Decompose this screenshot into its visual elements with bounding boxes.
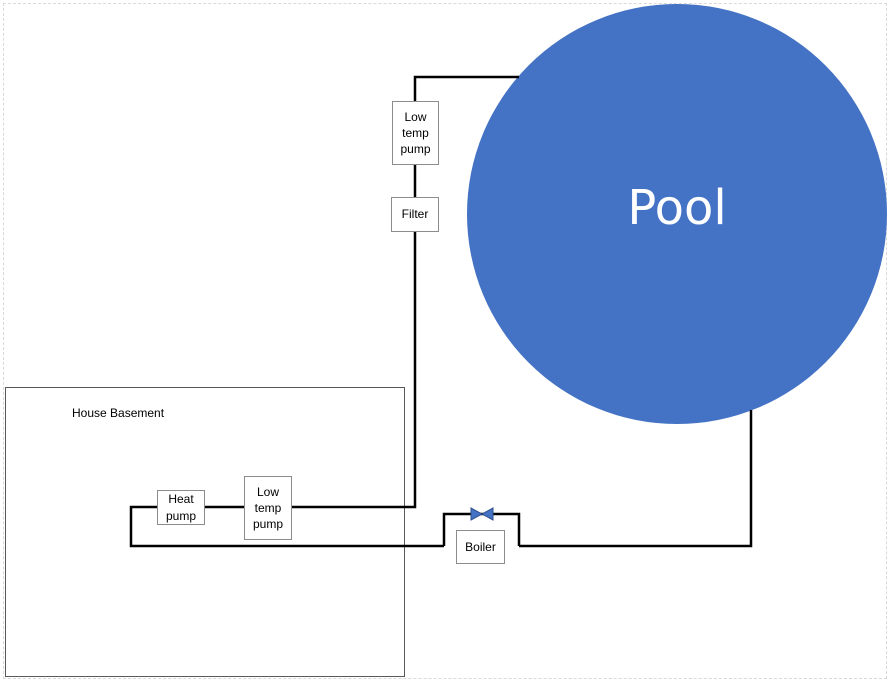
low-temp-pump-basement-label: Low temp pump [252,484,284,532]
house-basement-label: House Basement [72,406,165,420]
page-border [3,3,887,679]
bypass-valve-icon-right[interactable] [480,507,494,521]
heat-pump-label: Heat pump [165,492,197,523]
filter-label: Filter [401,207,429,222]
pool-circle [467,4,887,424]
low-temp-pump-top-label: Low temp pump [400,109,431,157]
heat-pump-box[interactable]: Heat pump [157,490,205,525]
pipe-pool-to-filter [290,75,519,509]
house-basement-region [5,387,405,677]
low-temp-pump-top-box[interactable]: Low temp pump [392,101,439,165]
low-temp-pump-basement-box[interactable]: Low temp pump [244,476,292,540]
pool-label: Pool [627,180,727,236]
filter-box[interactable]: Filter [391,197,439,232]
boiler-box[interactable]: Boiler [456,530,505,564]
bypass-valve-icon[interactable] [470,507,484,521]
boiler-label: Boiler [465,539,496,554]
pipe-boiler-to-pool [519,410,753,548]
